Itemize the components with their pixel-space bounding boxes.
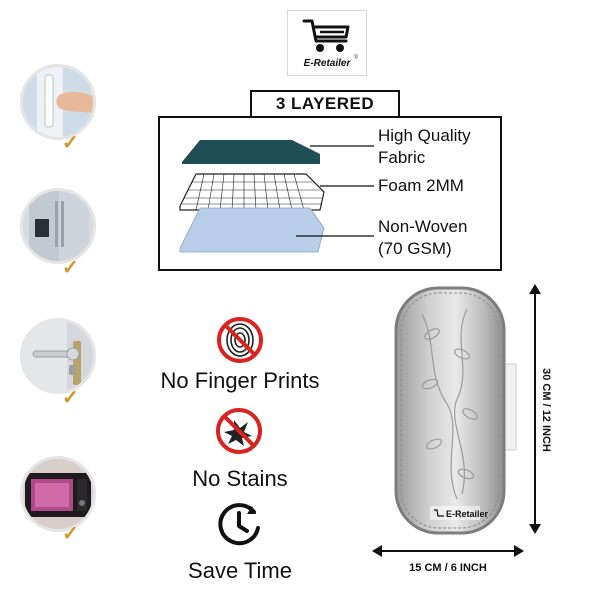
no-fingerprint-icon bbox=[217, 317, 263, 363]
layers-title: 3 LAYERED bbox=[250, 90, 400, 116]
feature-save-time: Save Time bbox=[188, 558, 292, 583]
usage-image-refrigerator bbox=[20, 188, 96, 264]
non-woven-layer-label: Non-Woven (70 GSM) bbox=[378, 217, 468, 258]
handle-cover-product: E-Retailer bbox=[394, 286, 517, 535]
refrigerator-door-icon bbox=[23, 191, 93, 261]
door-handle-icon bbox=[23, 321, 93, 391]
feature-no-stains: No Stains bbox=[192, 466, 288, 491]
product-tag: E-Retailer bbox=[446, 509, 489, 519]
non-woven-layer bbox=[179, 207, 325, 253]
height-dimension-arrow bbox=[529, 284, 541, 534]
feature-no-finger-prints: No Finger Prints bbox=[160, 368, 320, 393]
usage-image-door-handle bbox=[20, 318, 96, 394]
no-stains-icon bbox=[216, 408, 262, 454]
checkmark-icon: ✓ bbox=[62, 523, 79, 545]
brand-name: E-Retailer bbox=[303, 58, 351, 69]
fridge-handle-hand-icon bbox=[23, 67, 93, 137]
checkmark-icon: ✓ bbox=[62, 257, 79, 279]
clock-icon bbox=[218, 503, 260, 546]
usage-image-fridge-handle bbox=[20, 64, 96, 140]
width-label: 15 CM / 6 INCH bbox=[409, 562, 487, 574]
shopping-cart-icon bbox=[302, 19, 350, 52]
fabric-layer bbox=[182, 140, 320, 164]
brand-logo: E-Retailer ® bbox=[287, 10, 367, 76]
foam-layer-label: Foam 2MM bbox=[378, 176, 464, 195]
registered-mark: ® bbox=[353, 55, 358, 61]
microwave-icon bbox=[23, 459, 93, 529]
layers-diagram: High Quality Fabric Foam 2MM Non-Woven (… bbox=[158, 116, 502, 271]
fabric-layer-label: High Quality Fabric bbox=[378, 126, 471, 167]
checkmark-icon: ✓ bbox=[62, 132, 79, 154]
width-dimension-arrow bbox=[372, 545, 524, 557]
usage-image-microwave bbox=[20, 456, 96, 532]
foam-layer bbox=[179, 173, 325, 211]
height-label: 30 CM / 12 INCH bbox=[540, 368, 552, 452]
checkmark-icon: ✓ bbox=[62, 387, 79, 409]
